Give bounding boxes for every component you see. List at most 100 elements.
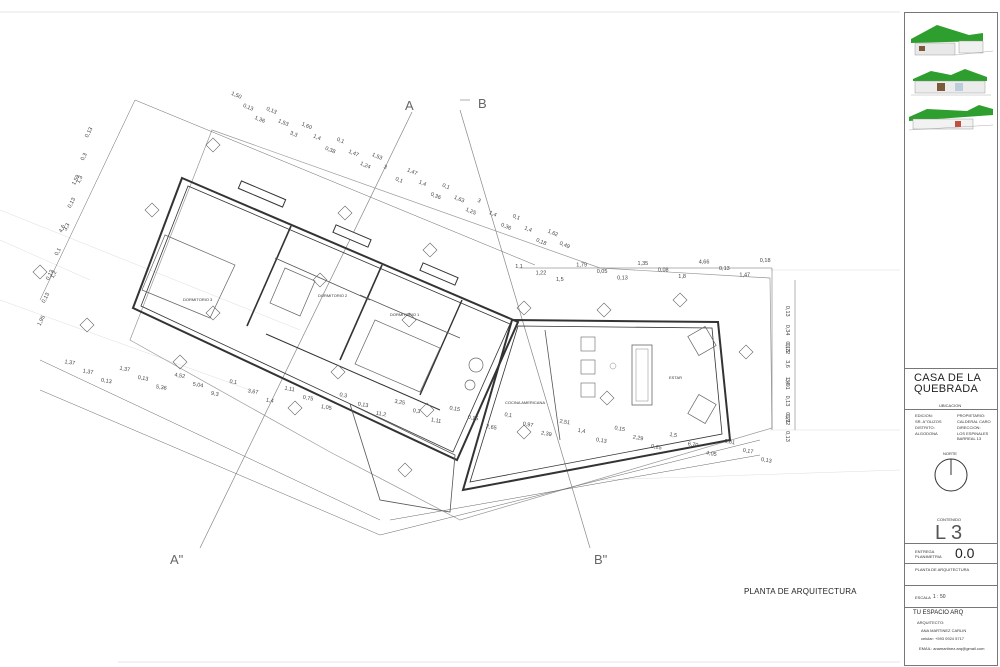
bedroom-wing xyxy=(131,176,520,462)
north-cell: NORTE CONTENIDO L 3 xyxy=(905,447,997,547)
sheet-code: L 3 xyxy=(935,522,963,544)
dimension-label-right-top-1: 1,22 xyxy=(536,270,547,276)
dimension-label-left-8: 1,2 xyxy=(50,270,59,280)
dimension-label-right-top-8: 1,8 xyxy=(678,274,686,280)
dimension-label-right-side-6: 1,4 xyxy=(784,377,790,385)
dimension-label-left-5: 3,3 xyxy=(63,222,72,232)
dimension-label-top-22: 1,4 xyxy=(488,210,497,219)
dimension-label-top-4: 1,53 xyxy=(277,118,289,128)
architect-phone: celular: +593 0924 5717 xyxy=(921,636,965,641)
firm-cell: TU ESPACIO ARQ ARQUITECTO: ANA MARTINEZ … xyxy=(905,607,997,665)
info-value-district: ALGODONA xyxy=(915,431,938,436)
site-boundary xyxy=(129,129,773,521)
dimension-label-right-top-7: 0,08 xyxy=(658,268,669,274)
north-label: NORTE xyxy=(943,451,957,456)
dimension-label-top-1: 0,13 xyxy=(242,103,254,113)
delivery-label: ENTREGA PLANIMETRIA xyxy=(915,549,942,559)
dimension-label-top-18: 0,1 xyxy=(441,183,450,192)
dimension-label-top-9: 0,1 xyxy=(336,137,345,146)
room-label-dorm2: DORMITORIO 2 xyxy=(318,293,348,298)
dimension-label-right-top-9: 4,66 xyxy=(699,260,710,266)
dimension-label-right-top-5: 0,13 xyxy=(617,276,628,282)
dimension-label-left-1: 0,3 xyxy=(80,152,89,162)
dimension-label-right-side-1: 0,34 xyxy=(784,325,790,336)
dimension-label-bottom-31: 2,29 xyxy=(632,435,644,443)
dimension-label-bottom-2: 0,13 xyxy=(100,378,112,386)
dimension-label-bottom-33: 1,5 xyxy=(669,432,678,439)
dimension-label-bottom-3: 1,37 xyxy=(119,366,131,374)
content-label: CONTENIDO xyxy=(937,517,961,522)
sheet-description-cell: PLANTA DE ARQUITECTURA xyxy=(905,563,997,586)
room-label-living: ESTAR xyxy=(669,375,682,380)
title-block: CASA DE LA QUEBRADA UBICACION EDICION: S… xyxy=(904,12,998,666)
dimension-label-top-16: 1,4 xyxy=(418,180,427,189)
dimension-label-top-7: 1,4 xyxy=(312,134,321,143)
dimension-label-bottom-25: 0,97 xyxy=(522,421,534,429)
north-arrow-icon xyxy=(934,458,968,492)
dimension-label-right-top-0: 1,1 xyxy=(515,264,523,270)
dimension-label-top-10: 1,47 xyxy=(347,149,359,159)
dimension-label-bottom-32: 0,25 xyxy=(650,444,662,452)
dimension-label-bottom-23: 2,65 xyxy=(485,424,497,432)
dimension-label-top-2: 1,36 xyxy=(254,115,266,125)
delivery-value: 0.0 xyxy=(955,545,975,561)
architect-email: EMAIL: anamartinez.arq@gmail.com xyxy=(919,646,985,651)
dimension-label-right-top-6: 1,35 xyxy=(638,261,649,267)
section-mark-b-bottom: B" xyxy=(594,552,608,567)
dimension-label-right-side-9: 0,21 xyxy=(784,412,790,423)
dimension-label-bottom-13: 0,75 xyxy=(302,395,314,403)
project-name-cell: CASA DE LA QUEBRADA UBICACION xyxy=(905,368,997,409)
render-thumbnails xyxy=(907,17,995,135)
plan-title: PLANTA DE ARQUITECTURA xyxy=(744,587,857,596)
dimension-label-bottom-10: 3,67 xyxy=(247,388,259,396)
grid-lines xyxy=(0,209,900,481)
dimension-label-bottom-28: 1,4 xyxy=(577,428,586,435)
dimension-label-bottom-12: 1,11 xyxy=(284,386,295,394)
dimension-label-top-28: 0,49 xyxy=(558,241,570,251)
project-name-line2: QUEBRADA xyxy=(914,383,979,395)
dimension-label-top-19: 1,63 xyxy=(453,195,465,205)
dimension-label-top-11: 1,24 xyxy=(359,161,371,171)
dimension-label-bottom-21: 0,15 xyxy=(449,405,461,413)
dimension-label-bottom-16: 0,13 xyxy=(357,401,369,409)
dimension-label-top-12: 1,53 xyxy=(371,152,383,162)
section-mark-b-top: B xyxy=(478,96,487,111)
dimension-label-right-side-0: 0,13 xyxy=(784,306,790,317)
sheet-description: PLANTA DE ARQUITECTURA xyxy=(915,567,970,572)
dimension-label-left-4: 0,13 xyxy=(67,197,77,209)
dimension-label-right-side-5: 3,91 xyxy=(784,379,790,390)
dimension-label-left-10: 0,13 xyxy=(41,292,51,304)
living-wing xyxy=(461,318,732,492)
dimension-label-left-7: 0,1 xyxy=(54,247,63,257)
dimension-label-top-26: 0,18 xyxy=(535,238,547,248)
dimension-label-left-6: 4,6 xyxy=(58,224,67,234)
dimension-label-left-3: 1,59 xyxy=(71,174,81,186)
dimension-label-top-5: 3,3 xyxy=(289,130,298,139)
section-line-a: A A" xyxy=(170,98,414,567)
dimension-label-right-top-2: 1,5 xyxy=(556,277,564,283)
info-value-owner: CALDERAL CARO xyxy=(957,419,991,424)
dimension-label-right-top-12: 0,18 xyxy=(760,258,771,264)
info-cell: EDICION: SR. A°OLIZOS PROPIETARIO: CALDE… xyxy=(905,409,997,441)
dimension-label-bottom-36: 0,61 xyxy=(724,439,736,447)
project-name-line1: CASA DE LA xyxy=(914,372,982,384)
dimension-label-left-9: 0,13 xyxy=(45,269,55,281)
room-label-dorm3: DORMITORIO 3 xyxy=(183,297,213,302)
dimension-label-bottom-8: 9,3 xyxy=(210,391,219,398)
dimension-label-top-21: 3 xyxy=(476,198,481,205)
dimension-label-bottom-7: 5,04 xyxy=(192,382,204,390)
info-label-edition: EDICION: xyxy=(915,413,933,418)
dimension-label-right-top-10: 0,13 xyxy=(719,266,730,272)
dimension-label-right-side-8: 0,72 xyxy=(784,415,790,426)
dimension-label-left-0: 0,13 xyxy=(84,127,94,139)
dimension-label-top-6: 1,60 xyxy=(300,122,312,132)
dimension-label-top-20: 1,25 xyxy=(465,207,477,217)
info-value-edition: SR. A°OLIZOS xyxy=(915,419,942,424)
dimension-label-right-top-11: 1,47 xyxy=(739,273,750,279)
dimension-label-bottom-9: 0,1 xyxy=(229,379,238,386)
architect-name: ANA MARTINEZ CARLIN xyxy=(921,628,967,633)
dimension-label-top-14: 0,1 xyxy=(394,176,403,185)
firm-name: TU ESPACIO ARQ xyxy=(913,610,964,616)
dimension-label-top-27: 1,62 xyxy=(547,229,559,239)
dimension-label-bottom-38: 0,13 xyxy=(760,457,772,465)
